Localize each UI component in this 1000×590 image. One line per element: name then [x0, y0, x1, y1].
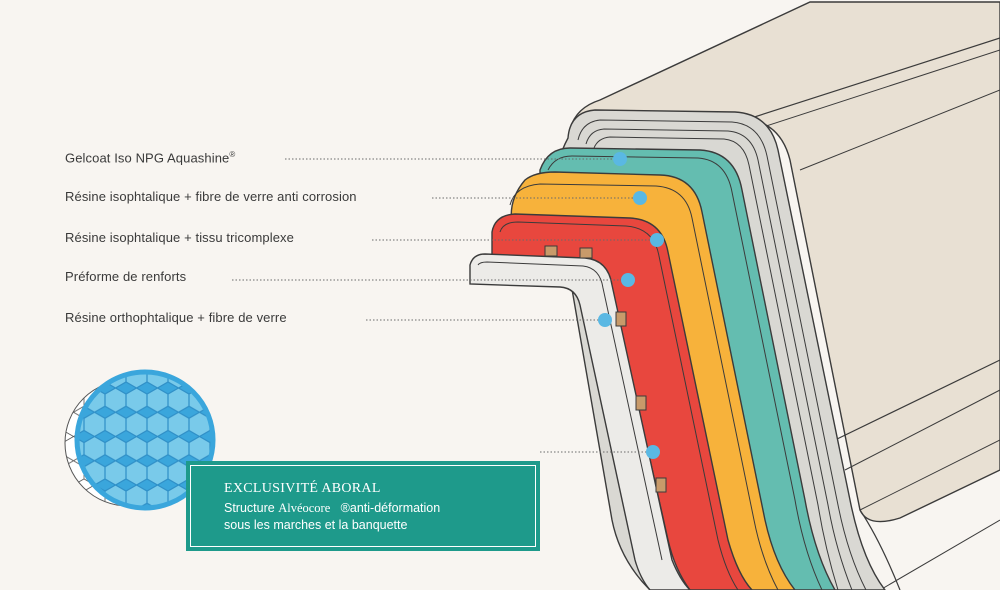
callout-dots: [598, 152, 664, 459]
dot-gelcoat: [613, 152, 627, 166]
label-yellow-layer: Résine isophtalique + tissu tricomplexe: [65, 230, 294, 245]
label-red-layer: Préforme de renforts: [65, 269, 187, 284]
badge-title: EXCLUSIVITÉ ABORAL: [224, 481, 381, 496]
label-teal-layer: Résine isophtalique + fibre de verre ant…: [65, 189, 357, 204]
dot-yellow: [650, 233, 664, 247]
white-ortho-layer: [469, 253, 691, 590]
badge-border: [190, 465, 536, 547]
reinforcement-blocks: [544, 245, 667, 493]
outer-shell: [569, 1, 1000, 590]
label-gelcoat: Gelcoat Iso NPG Aquashine®: [65, 150, 236, 166]
dot-teal: [633, 191, 647, 205]
honeycomb-icon: [64, 369, 216, 511]
badge-line-1: Structure Alvéocore ®anti-déformation: [224, 501, 441, 515]
dot-red: [621, 273, 635, 287]
badge-line-2: sous les marches et la banquette: [224, 518, 408, 532]
leader-lines: [232, 158, 657, 453]
dot-structure: [646, 445, 660, 459]
dot-white: [598, 313, 612, 327]
label-white-layer: Résine orthophtalique + fibre de verre: [65, 310, 287, 325]
badge-brand: Alvéocore: [278, 501, 331, 515]
exclusivity-badge: EXCLUSIVITÉ ABORAL Structure Alvéocore ®…: [186, 461, 540, 551]
